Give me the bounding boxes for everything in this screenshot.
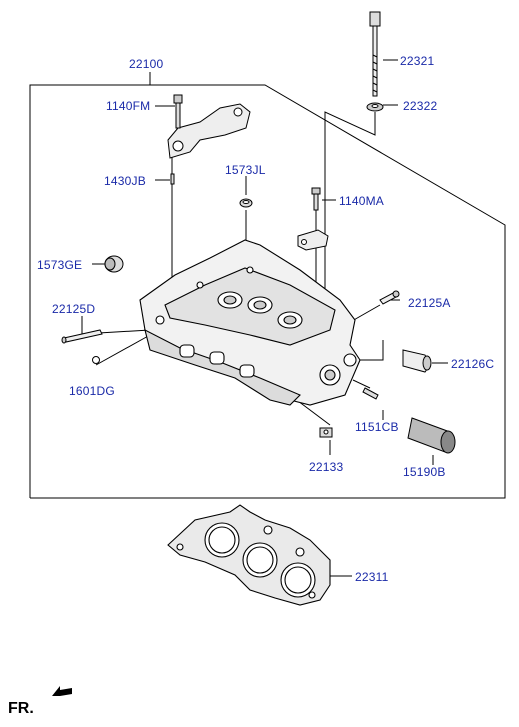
long-bolt-part xyxy=(369,11,381,97)
small-plug-part xyxy=(239,198,253,208)
label-1601dg: 1601DG xyxy=(69,384,115,398)
label-22322: 22322 xyxy=(403,99,438,113)
small-bolt-part xyxy=(362,387,379,400)
head-gasket-part xyxy=(167,504,331,606)
cam-bracket-part xyxy=(167,94,251,159)
washer-part xyxy=(366,102,384,112)
label-22311: 22311 xyxy=(355,570,389,584)
left-stud-part xyxy=(61,329,103,344)
dowel-part xyxy=(92,356,100,364)
label-1430jb: 1430JB xyxy=(104,174,146,188)
label-1140fm: 1140FM xyxy=(106,99,151,113)
label-1140ma: 1140MA xyxy=(339,194,385,208)
label-22100: 22100 xyxy=(129,57,164,71)
lifter-part xyxy=(407,417,456,454)
label-22321: 22321 xyxy=(400,54,435,68)
cylinder-head-part xyxy=(139,239,361,406)
large-plug-part xyxy=(104,255,124,273)
label-22133: 22133 xyxy=(309,460,344,474)
bottom-guide-part xyxy=(319,427,333,438)
label-1573jl: 1573JL xyxy=(225,163,266,177)
label-22126c: 22126C xyxy=(451,357,495,371)
pin-part xyxy=(170,173,175,185)
right-stud-part xyxy=(379,290,400,305)
right-guide-part xyxy=(402,349,432,373)
label-1151cb: 1151CB xyxy=(355,420,399,434)
label-22125d: 22125D xyxy=(52,302,96,316)
label-15190b: 15190B xyxy=(403,465,446,479)
front-marker-label: FR. xyxy=(8,700,34,717)
cam-bolt-part xyxy=(297,187,329,251)
label-1573ge: 1573GE xyxy=(37,258,83,272)
front-arrow-icon xyxy=(52,686,72,696)
assembly-frame xyxy=(29,72,506,499)
label-22125a: 22125A xyxy=(408,296,451,310)
